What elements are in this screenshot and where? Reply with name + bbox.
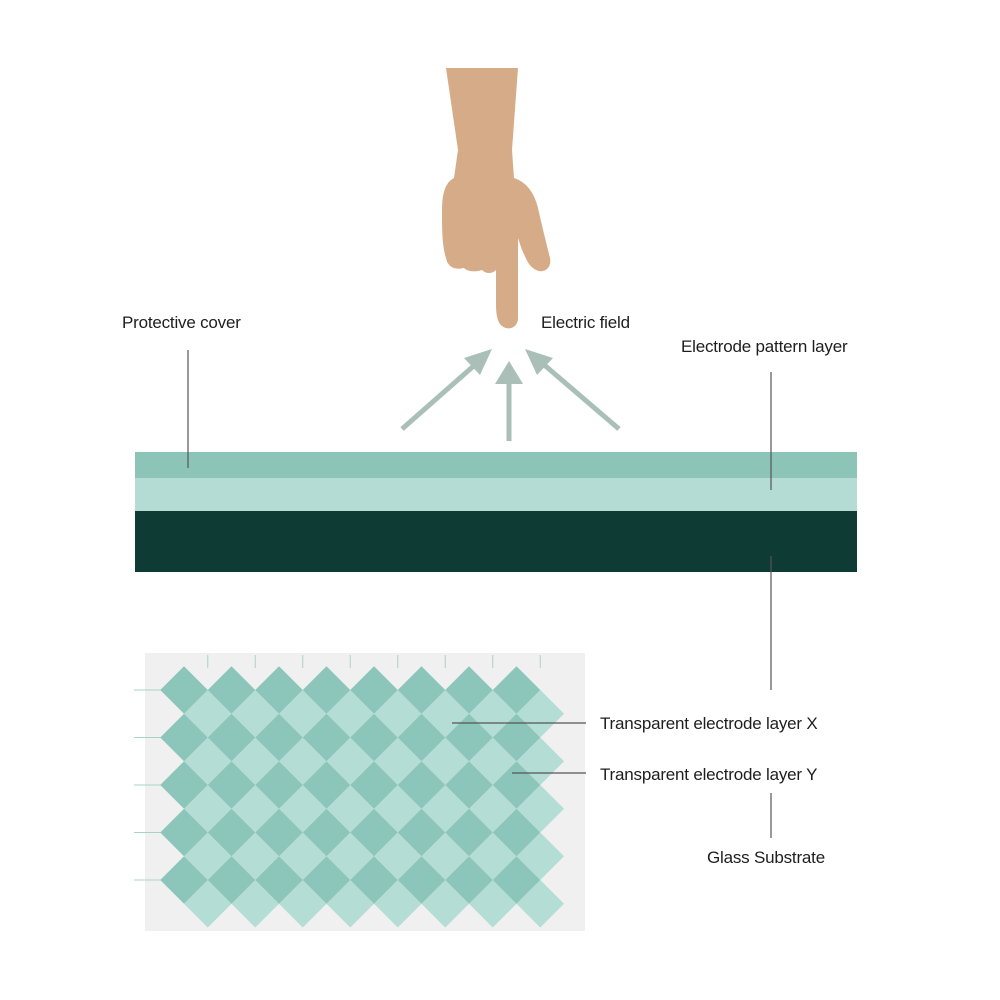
electrode-x-diamond <box>255 761 303 809</box>
electrode-x-diamond <box>445 856 493 904</box>
electrode-x-diamond <box>160 761 208 809</box>
electrode-x-diamond <box>207 666 256 714</box>
electrode-x-diamond <box>397 761 446 809</box>
arrow-left <box>400 349 492 431</box>
electrode-x-diamond <box>255 808 303 857</box>
electrode-x-diamond <box>255 856 303 904</box>
electrode-x-diamond <box>160 808 208 857</box>
electric-field-arrows-icon <box>400 349 621 441</box>
electrode-x-diamond <box>350 713 398 762</box>
electrode-x-diamond <box>207 808 256 857</box>
electrode-layer-x-label: Transparent electrode layer X <box>600 714 818 733</box>
protective-cover-layer <box>135 452 857 478</box>
electrode-x-diamond <box>255 666 303 714</box>
pointing-hand-icon <box>442 68 551 329</box>
electrode-x-diamond <box>302 808 351 857</box>
glass-substrate-layer <box>135 511 857 572</box>
electrode-x-diamond <box>302 713 351 762</box>
protective-cover-label: Protective cover <box>122 313 241 332</box>
electrode-x-diamond <box>255 713 303 762</box>
electrode-x-diamond <box>207 713 256 762</box>
electrode-x-diamond <box>492 808 541 857</box>
electrode-x-diamond <box>350 856 398 904</box>
electrode-x-diamond <box>445 808 493 857</box>
glass-substrate-label: Glass Substrate <box>707 848 825 867</box>
arrow-right <box>525 349 621 431</box>
electrode-x-diamond <box>445 666 493 714</box>
electrode-layer-y-label: Transparent electrode layer Y <box>600 765 817 784</box>
electrode-x-diamond <box>302 761 351 809</box>
electrode-x-diamond <box>445 761 493 809</box>
leader-lines <box>187 350 772 838</box>
layer-stack <box>135 452 857 572</box>
electrode-x-diamond <box>397 666 446 714</box>
electric-field-label: Electric field <box>541 313 630 332</box>
electrode-x-diamond <box>492 713 541 762</box>
electrode-grid <box>134 653 585 931</box>
electrode-x-diamond <box>350 808 398 857</box>
electrode-x-diamond <box>207 761 256 809</box>
grid-traces <box>134 655 541 881</box>
electrode-x-diamond <box>302 666 351 714</box>
electrode-pattern-layer <box>135 478 857 511</box>
electrode-x-diamond <box>397 713 446 762</box>
electrode-x-diamond <box>492 856 541 904</box>
electrode-x-diamond <box>160 856 208 904</box>
electrode-x-diamond <box>397 856 446 904</box>
electrode-x-diamond <box>160 713 208 762</box>
electrode-x-diamond <box>350 666 398 714</box>
electrode-x-diamond <box>207 856 256 904</box>
electrode-x-diamond <box>160 666 208 714</box>
hand-shape <box>442 68 551 329</box>
electrode-x-diamond <box>445 713 493 762</box>
electrode-x-diamond <box>397 808 446 857</box>
electrode-x-diamond <box>302 856 351 904</box>
electrode-pattern-layer-label: Electrode pattern layer <box>681 337 848 356</box>
electrode-x-diamond <box>350 761 398 809</box>
grid-diamonds <box>160 666 564 928</box>
arrow-center <box>495 361 523 441</box>
electrode-x-diamond <box>492 666 541 714</box>
